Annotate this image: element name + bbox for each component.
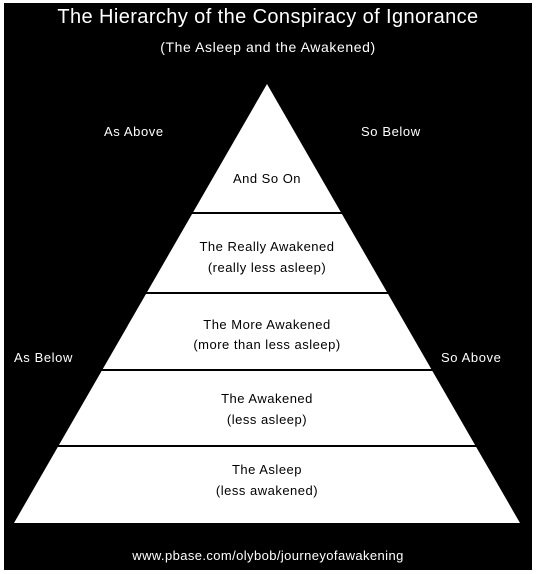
level-sublabel: (really less asleep) — [208, 260, 326, 275]
level-sublabel: (less awakened) — [216, 483, 318, 498]
level-asleep: The Asleep (less awakened) — [216, 462, 318, 498]
level-label: And So On — [233, 171, 301, 186]
level-label: The Asleep — [232, 462, 302, 477]
pyramid-shape — [14, 84, 520, 523]
label-so-above: So Above — [441, 350, 502, 365]
label-as-below: As Below — [14, 350, 73, 365]
label-so-below: So Below — [361, 124, 421, 139]
level-label: The Really Awakened — [199, 239, 334, 254]
level-label: The Awakened — [221, 391, 313, 406]
source-url: www.pbase.com/olybob/journeyofawakening — [132, 548, 404, 563]
level-really-awakened: The Really Awakened (really less asleep) — [199, 239, 334, 275]
level-more-awakened: The More Awakened (more than less asleep… — [193, 317, 340, 352]
diagram-title: The Hierarchy of the Conspiracy of Ignor… — [57, 6, 479, 28]
diagram-subtitle: (The Asleep and the Awakened) — [160, 39, 376, 55]
level-awakened: The Awakened (less asleep) — [221, 391, 313, 427]
level-sublabel: (less asleep) — [227, 412, 307, 427]
level-label: The More Awakened — [203, 317, 331, 332]
level-sublabel: (more than less asleep) — [193, 337, 340, 352]
label-as-above: As Above — [104, 124, 164, 139]
level-and-so-on: And So On — [233, 171, 301, 186]
